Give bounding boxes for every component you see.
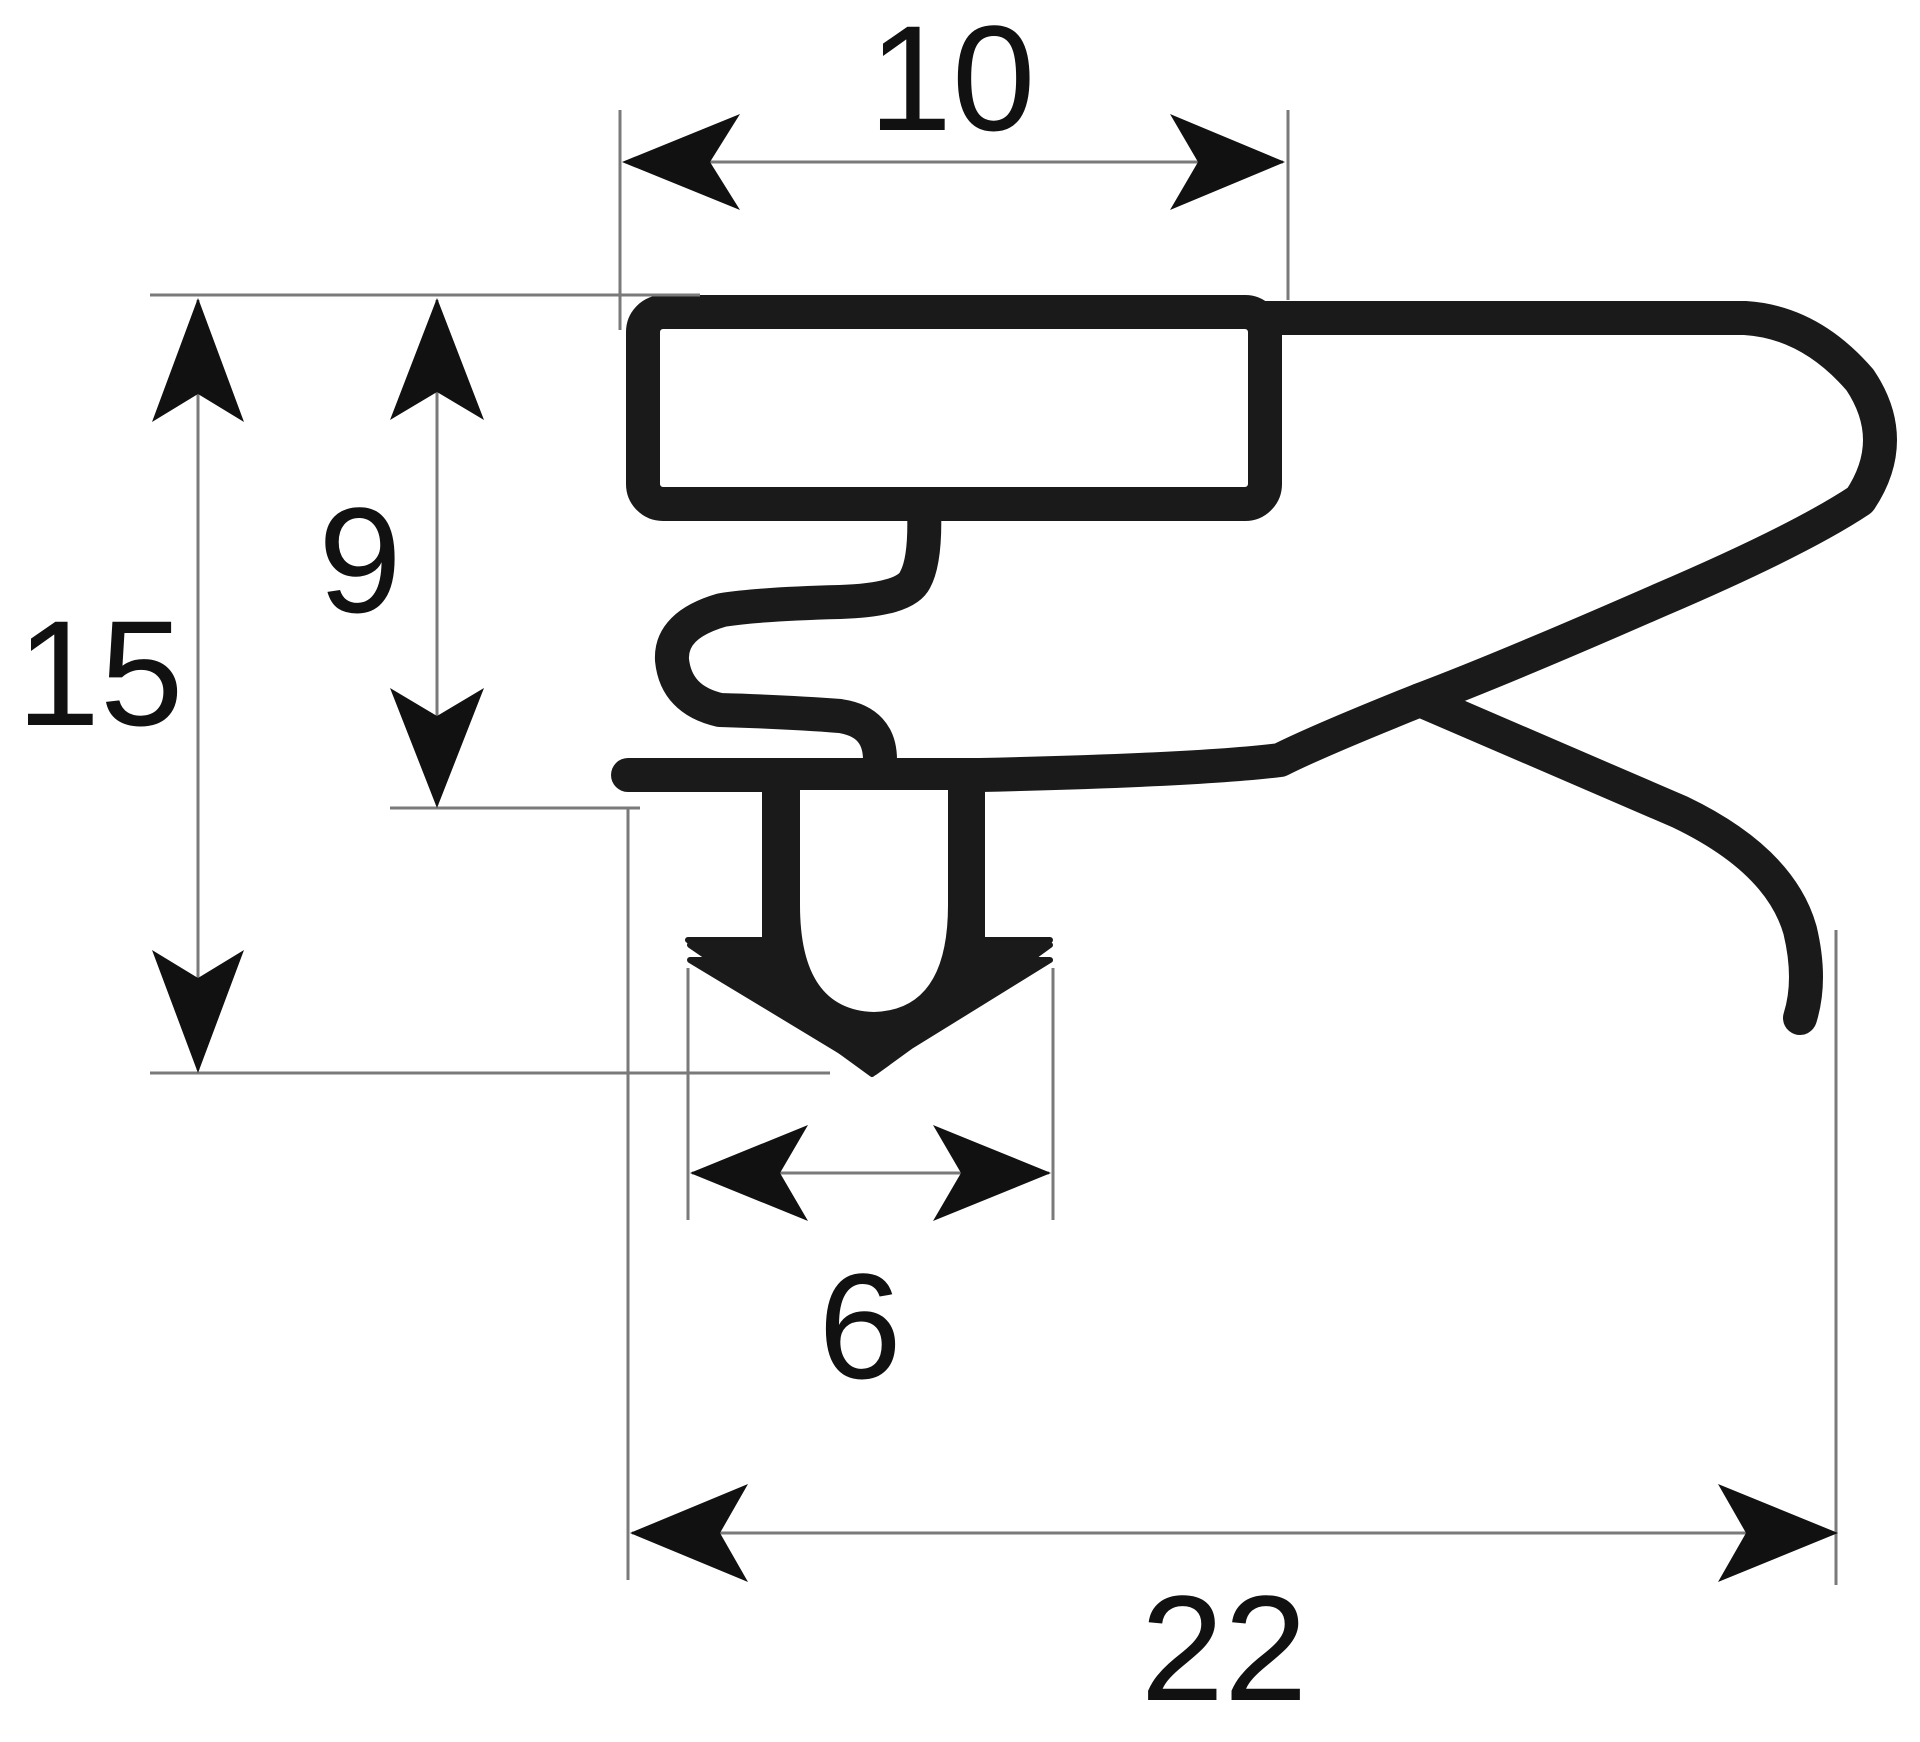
dimension-inner-height: 9 (318, 298, 484, 808)
gasket-profile (611, 295, 1897, 1077)
arrow-left-icon (630, 1484, 748, 1582)
arrow-up-icon (152, 298, 244, 422)
dimension-label-top-width: 10 (869, 0, 1036, 162)
dimension-label-foot-width: 6 (818, 1242, 901, 1410)
dimension-label-inner-height: 9 (318, 476, 401, 644)
lower-fin (1403, 683, 1823, 1035)
arrow-right-icon (1718, 1484, 1838, 1582)
extension-lines (150, 110, 1838, 1585)
arrow-left-icon (690, 1125, 808, 1221)
dimension-total-height: 15 (17, 298, 244, 1073)
dimension-label-total-width: 22 (1141, 1564, 1308, 1732)
arrow-down-icon (390, 688, 484, 808)
arrow-right-icon (933, 1125, 1051, 1221)
dimension-total-width: 22 (630, 1484, 1838, 1732)
magnet-chamber (626, 295, 1282, 521)
dimension-label-total-height: 15 (17, 589, 184, 757)
bulb-outline (963, 301, 1897, 792)
arrow-down-icon (152, 950, 244, 1073)
arrow-up-icon (390, 298, 484, 420)
bellows-connector (654, 491, 942, 792)
dimension-top-width: 10 (622, 0, 1285, 210)
arrow-left-icon (622, 114, 740, 210)
anchor-dart-hole (800, 790, 948, 1012)
dimension-foot-width: 6 (690, 1125, 1051, 1410)
arrow-right-icon (1170, 114, 1285, 210)
